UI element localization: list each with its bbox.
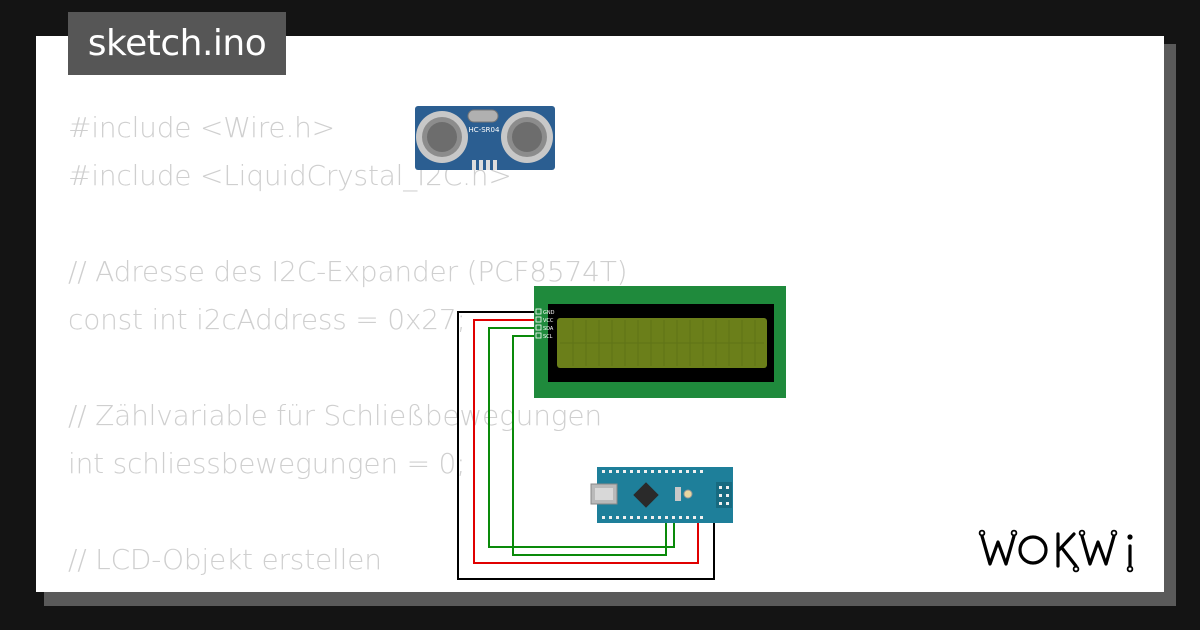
- lcd-pin-vcc: VCC: [543, 318, 554, 324]
- code-line-11: LiquidCrystal_I2C lcd(i2cAddress, 16, 2)…: [68, 584, 627, 592]
- wire-sda: [488, 327, 675, 548]
- sensor-label: HC-SR04: [469, 126, 500, 134]
- lcd-char-grid: [560, 320, 764, 366]
- mcu-chip: [633, 482, 659, 508]
- lcd-pins: [535, 308, 542, 339]
- code-line-2: #include <LiquidCrystal_I2C.h>: [68, 159, 512, 192]
- wire-scl: [512, 335, 667, 556]
- code-line-10: // LCD-Objekt erstellen: [68, 543, 382, 576]
- arduino-top-pins: [602, 470, 703, 473]
- lcd-pin-sda: SDA: [543, 326, 554, 332]
- lcd-display[interactable]: GND VCC SDA SCL: [534, 286, 786, 398]
- file-tab-sketch[interactable]: sketch.ino: [68, 12, 286, 75]
- code-line-7: // Zählvariable für Schließbewegungen: [68, 399, 602, 432]
- code-listing: #include <Wire.h> #include <LiquidCrysta…: [68, 104, 628, 592]
- wire-gnd: [457, 311, 715, 580]
- code-line-5: const int i2cAddress = 0x27;: [68, 303, 466, 336]
- code-line-8: int schliessbewegungen = 0;: [68, 447, 466, 480]
- wokwi-logo: [978, 529, 1134, 573]
- wires: [457, 311, 715, 580]
- arduino-bottom-pins: [602, 516, 703, 519]
- lcd-pin-scl: SCL: [543, 334, 553, 340]
- arduino-nano[interactable]: [590, 467, 733, 523]
- wire-vcc: [473, 319, 699, 564]
- ultrasonic-sensor[interactable]: HC-SR04: [415, 106, 555, 170]
- lcd-pin-gnd: GND: [543, 310, 555, 316]
- code-line-4: // Adresse des I2C-Expander (PCF8574T): [68, 255, 628, 288]
- code-line-1: #include <Wire.h>: [68, 111, 335, 144]
